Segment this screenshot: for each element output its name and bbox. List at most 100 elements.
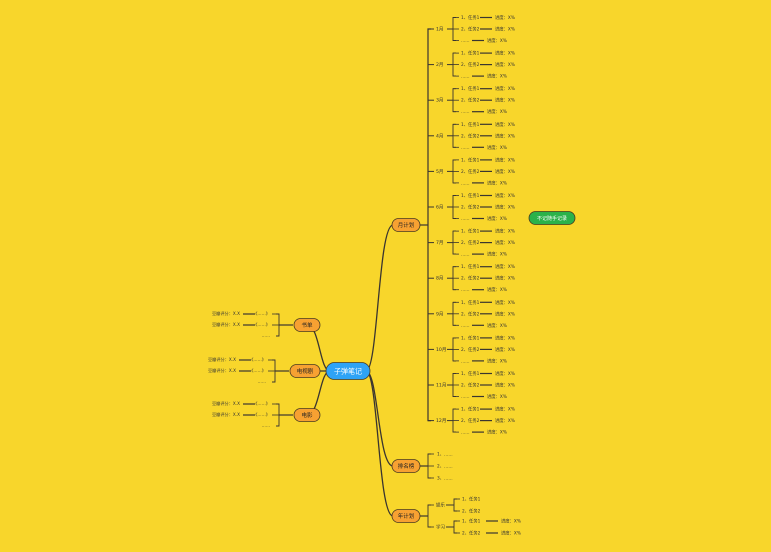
task-label: …… (461, 39, 470, 44)
task-label: 1、任务1 (461, 406, 480, 413)
movies-node-shape (293, 408, 321, 422)
progress-label: 进度：X% (495, 275, 515, 282)
task-label: 2、任务2 (461, 275, 480, 282)
task-label: 1、任务1 (461, 14, 480, 21)
root-node[interactable]: 子弹笔记 (325, 362, 371, 380)
task-label: 1、任务1 (461, 299, 480, 306)
task-label: 1、任务1 (461, 192, 480, 199)
progress-label: 进度：X% (495, 26, 515, 33)
progress-label: 进度：X% (495, 50, 515, 57)
annual-task-label: 1、任务1 (462, 496, 481, 503)
annual-group-label: 娱乐 (436, 502, 445, 509)
progress-label: 进度：X% (495, 370, 515, 377)
annual-task-bracket (453, 520, 457, 534)
tv-series-more: …… (258, 379, 266, 384)
monthly-plan-node[interactable]: 月计划 (391, 218, 421, 232)
books-more: …… (262, 333, 270, 338)
task-label: 2、任务2 (461, 168, 480, 175)
annual-task-label: 2、任务2 (462, 530, 481, 537)
tv-series-title: 《……》 (249, 357, 266, 362)
books-node[interactable]: 书单 (293, 318, 321, 332)
leaderboard-node-shape (391, 459, 421, 473)
annual-group-label: 学习 (436, 524, 445, 531)
progress-label: 进度：X% (495, 61, 515, 68)
progress-label: 进度：X% (487, 357, 507, 364)
task-label: 1、任务1 (461, 50, 480, 57)
movies-more: …… (262, 423, 270, 428)
progress-label: 进度：X% (495, 192, 515, 199)
rank-item: 1、…… (437, 452, 453, 458)
annual-plan-node-shape (391, 509, 421, 523)
tv-series-node[interactable]: 电视剧 (289, 364, 321, 378)
task-label: …… (461, 146, 470, 151)
task-label: …… (461, 253, 470, 258)
task-label: …… (461, 217, 470, 222)
progress-label: 进度：X% (495, 168, 515, 175)
movies-title: 《……》 (253, 401, 270, 406)
tv-series-title: 《……》 (249, 368, 266, 373)
month-label: 6月 (436, 205, 444, 211)
rank-item: 3、…… (437, 476, 453, 482)
books-rating: 豆瓣评分：X.X (212, 321, 240, 328)
progress-label: 进度：X% (487, 73, 507, 80)
side-note-node[interactable]: 不记随手记录 (528, 211, 576, 225)
month-label: 1月 (436, 27, 444, 33)
progress-label: 进度：X% (487, 37, 507, 44)
task-label: 2、任务2 (461, 382, 480, 389)
annual-task-bracket (453, 498, 457, 512)
root-node-shape (325, 362, 371, 380)
side-note-node-label: 不记随手记录 (537, 215, 567, 222)
task-label: 1、任务1 (461, 121, 480, 128)
task-label: …… (461, 110, 470, 115)
annual-task-label: 1、任务1 (462, 518, 481, 525)
tv-series-rating: 豆瓣评分：X.X (208, 367, 236, 374)
progress-label: 进度：X% (495, 406, 515, 413)
progress-label: 进度：X% (487, 215, 507, 222)
progress-label: 进度：X% (495, 299, 515, 306)
progress-label: 进度：X% (495, 239, 515, 246)
task-label: 1、任务1 (461, 228, 480, 235)
progress-label: 进度：X% (495, 204, 515, 211)
movies-node[interactable]: 电影 (293, 408, 321, 422)
month-label: 3月 (436, 98, 444, 104)
task-label: 1、任务1 (461, 263, 480, 270)
task-label: 2、任务2 (461, 346, 480, 353)
movies-node-label: 电影 (301, 411, 313, 419)
progress-label: 进度：X% (487, 393, 507, 400)
progress-label: 进度：X% (487, 179, 507, 186)
task-label: 1、任务1 (461, 370, 480, 377)
task-label: 1、任务1 (461, 85, 480, 92)
month-label: 7月 (436, 240, 444, 246)
annual-task-label: 2、任务2 (462, 508, 481, 515)
books-rating: 豆瓣评分：X.X (212, 310, 240, 317)
progress-label: 进度：X% (487, 286, 507, 293)
month-label: 2月 (436, 62, 444, 68)
task-label: 2、任务2 (461, 61, 480, 68)
progress-label: 进度：X% (495, 310, 515, 317)
task-label: 2、任务2 (461, 26, 480, 33)
progress-label: 进度：X% (495, 334, 515, 341)
month-label: 4月 (436, 133, 444, 139)
books-node-label: 书单 (301, 321, 313, 329)
movies-title: 《……》 (253, 412, 270, 417)
month-label: 8月 (436, 276, 444, 282)
books-title: 《……》 (253, 311, 270, 316)
task-label: 2、任务2 (461, 97, 480, 104)
task-label: …… (461, 395, 470, 400)
task-label: 2、任务2 (461, 132, 480, 139)
task-label: …… (461, 288, 470, 293)
progress-label: 进度：X% (487, 108, 507, 115)
tv-series-node-label: 电视剧 (297, 367, 314, 375)
progress-label: 进度：X% (495, 14, 515, 21)
progress-label: 进度：X% (495, 346, 515, 353)
progress-label: 进度：X% (495, 382, 515, 389)
progress-label: 进度：X% (495, 97, 515, 104)
monthly-plan-node-label: 月计划 (398, 221, 415, 229)
monthly-bracket (427, 28, 431, 422)
annual-plan-node[interactable]: 年计划 (391, 509, 421, 523)
leaderboard-node[interactable]: 排名榜 (391, 459, 421, 473)
leaderboard-node-label: 排名榜 (398, 462, 415, 470)
month-label: 12月 (436, 418, 446, 424)
side-note-node-shape (528, 211, 576, 225)
movies-rating: 豆瓣评分：X.X (212, 400, 240, 407)
